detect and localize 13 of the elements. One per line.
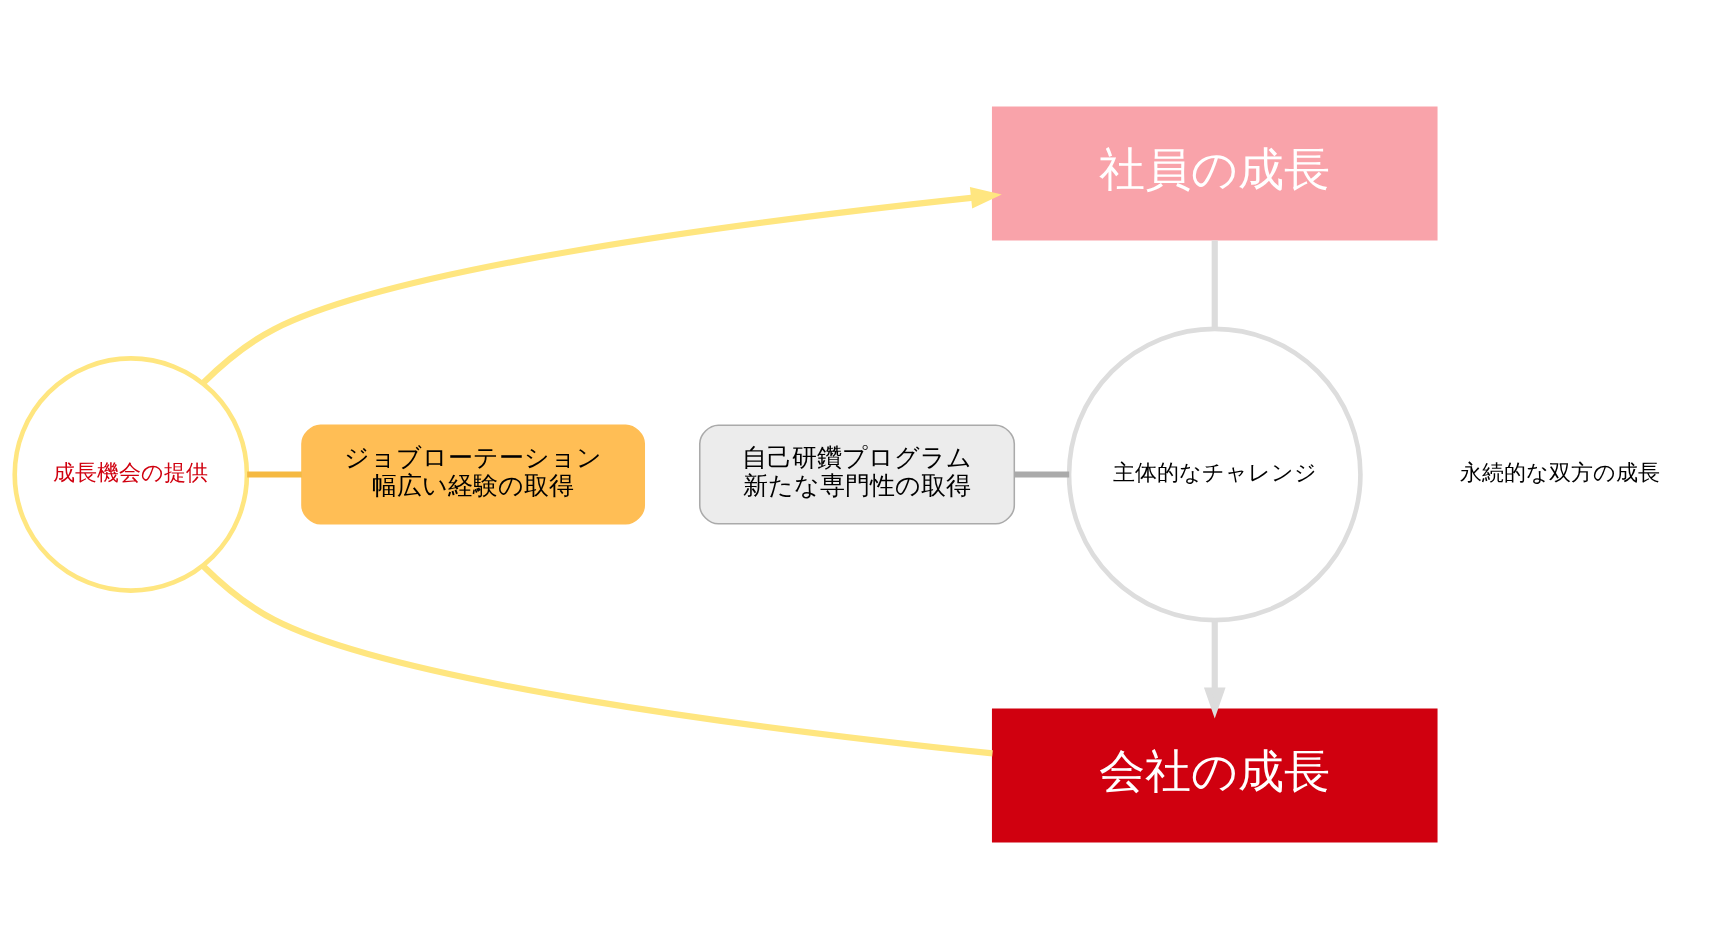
node-box: ジョブローテーション 幅広い経験の取得	[301, 423, 646, 525]
connector	[200, 563, 993, 756]
connector	[247, 470, 302, 478]
node-text: 永続的な双方の成長	[1460, 459, 1661, 485]
arrow	[200, 186, 1002, 385]
arrow	[1203, 619, 1226, 718]
node-box: 会社の成長	[991, 707, 1438, 843]
connector	[1014, 470, 1070, 478]
node-box: 自己研鑽プログラム 新たな専門性の取得	[699, 423, 1016, 525]
connector	[1211, 239, 1218, 329]
node-circle: 主体的なチャレンジ	[1066, 326, 1363, 622]
node-box: 社員の成長	[991, 105, 1438, 241]
node-circle: 成長機会の提供	[12, 355, 250, 593]
